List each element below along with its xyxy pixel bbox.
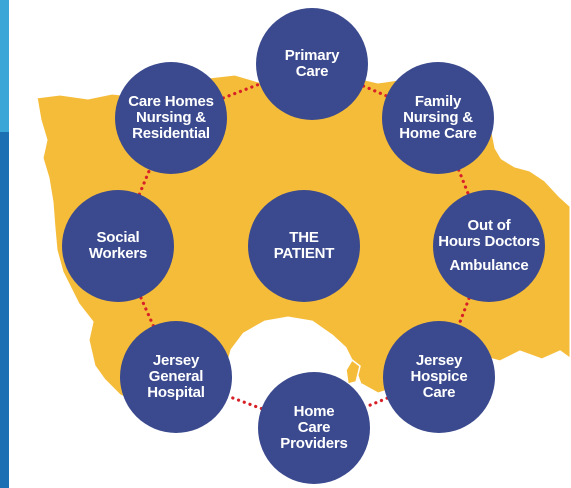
node-label: Primary Care [284,47,340,80]
node-label: Social Workers [88,229,148,262]
node-label: Home Care Providers [280,403,348,452]
node-label: Family Nursing & Home Care [399,93,477,142]
node-label: Jersey Hospice Care [410,352,468,401]
dotted-connector [457,168,470,196]
dotted-connector [137,168,152,196]
node-primary-care: Primary Care [256,8,368,120]
node-care-homes: Care Homes Nursing & Residential [115,62,227,174]
node-the-patient: THE PATIENT [248,190,360,302]
node-jersey-hospice: Jersey Hospice Care [383,321,495,433]
node-label: Out of Hours Doctors [438,217,540,250]
dotted-connector [364,396,389,409]
node-family-nursing: Family Nursing & Home Care [382,62,494,174]
dotted-connector [221,82,262,100]
dotted-connector [457,296,471,327]
node-label: Care Homes Nursing & Residential [128,93,214,142]
dotted-connector [139,295,155,328]
dotted-connector [361,84,389,98]
node-label: Jersey General Hospital [147,352,205,401]
node-sublabel: Ambulance [449,257,529,274]
dotted-connector [226,394,264,411]
node-jersey-general-hospital: Jersey General Hospital [120,321,232,433]
node-social-workers: Social Workers [62,190,174,302]
edge-accent-bar [0,0,9,488]
node-out-of-hours: Out of Hours Doctors Ambulance [433,190,545,302]
connector-group [137,82,471,411]
node-home-care-providers: Home Care Providers [258,372,370,484]
harbour-detail [345,358,361,385]
center-label: THE PATIENT [273,229,335,262]
